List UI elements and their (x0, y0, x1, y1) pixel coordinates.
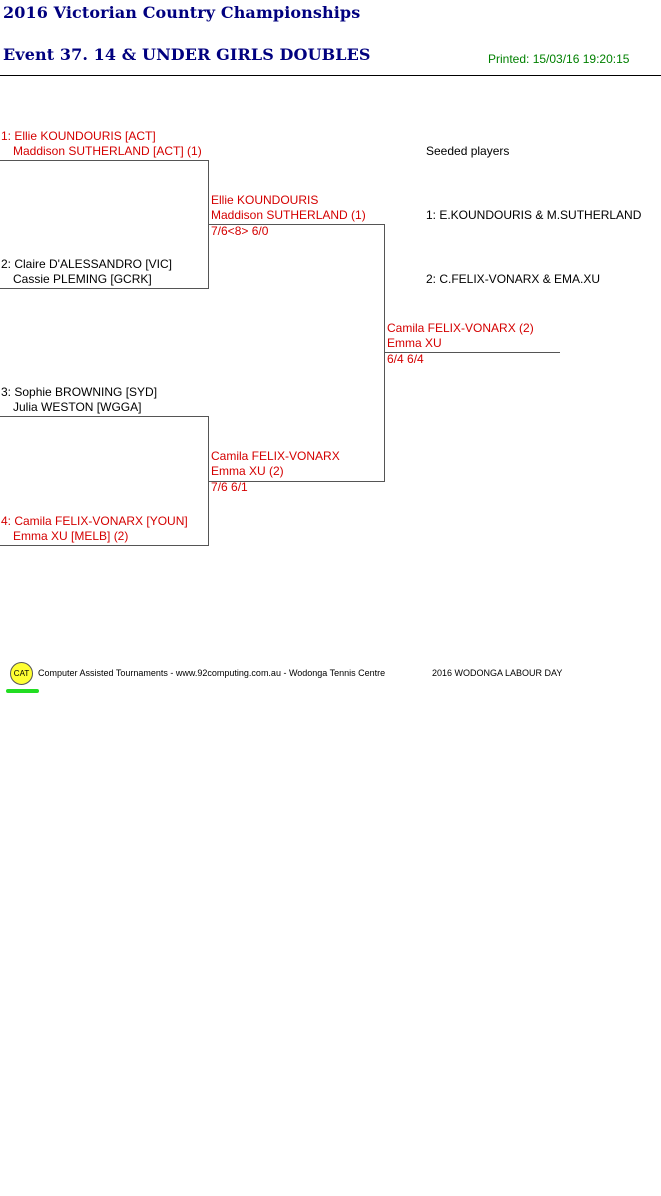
r1-line-4 (0, 545, 208, 546)
seeded-heading: Seeded players (426, 144, 510, 158)
r1-entry-3-line2: Julia WESTON [WGGA] (13, 400, 142, 414)
header-divider (0, 75, 661, 76)
r1-line-1 (0, 160, 208, 161)
r2-entry-1-line2: Maddison SUTHERLAND (1) (211, 208, 366, 222)
r1-entry-2-line2: Cassie PLEMING [GCRK] (13, 272, 152, 286)
final-line (384, 352, 560, 353)
r2-entry-1-line1: Ellie KOUNDOURIS (211, 193, 319, 207)
r2-connector (384, 224, 385, 482)
r1-entry-3-line1: 3: Sophie BROWNING [SYD] (1, 385, 158, 399)
championship-title: 2016 Victorian Country Championships (3, 3, 361, 22)
r1-entry-1-line2: Maddison SUTHERLAND [ACT] (1) (13, 144, 202, 158)
r1-entry-4-line1: 4: Camila FELIX-VONARX [YOUN] (1, 514, 188, 528)
printed-timestamp: Printed: 15/03/16 19:20:15 (488, 52, 630, 66)
r1-line-3 (0, 416, 208, 417)
r1-line-2 (0, 288, 208, 289)
event-title: Event 37. 14 & UNDER GIRLS DOUBLES (3, 45, 371, 64)
footer-credit: Computer Assisted Tournaments - www.92co… (38, 668, 386, 678)
cat-logo-underline (6, 689, 39, 693)
r2-line-1 (208, 224, 384, 225)
cat-logo-icon: CAT (10, 662, 33, 685)
final-winner-line2: Emma XU (387, 336, 442, 350)
r1-entry-1-line1: 1: Ellie KOUNDOURIS [ACT] (1, 129, 156, 143)
r1-entry-2-line1: 2: Claire D'ALESSANDRO [VIC] (1, 257, 173, 271)
final-winner-line1: Camila FELIX-VONARX (2) (387, 321, 534, 335)
r2-entry-1-score: 7/6<8> 6/0 (211, 224, 269, 238)
r2-entry-2-score: 7/6 6/1 (211, 480, 248, 494)
seed-1: 1: E.KOUNDOURIS & M.SUTHERLAND (426, 208, 642, 222)
footer-event-name: 2016 WODONGA LABOUR DAY (432, 668, 563, 678)
r2-entry-2-line1: Camila FELIX-VONARX (211, 449, 340, 463)
r2-entry-2-line2: Emma XU (2) (211, 464, 284, 478)
r2-line-2 (208, 481, 384, 482)
seed-2: 2: C.FELIX-VONARX & EMA.XU (426, 272, 601, 286)
final-score: 6/4 6/4 (387, 352, 424, 366)
r1-entry-4-line2: Emma XU [MELB] (2) (13, 529, 129, 543)
